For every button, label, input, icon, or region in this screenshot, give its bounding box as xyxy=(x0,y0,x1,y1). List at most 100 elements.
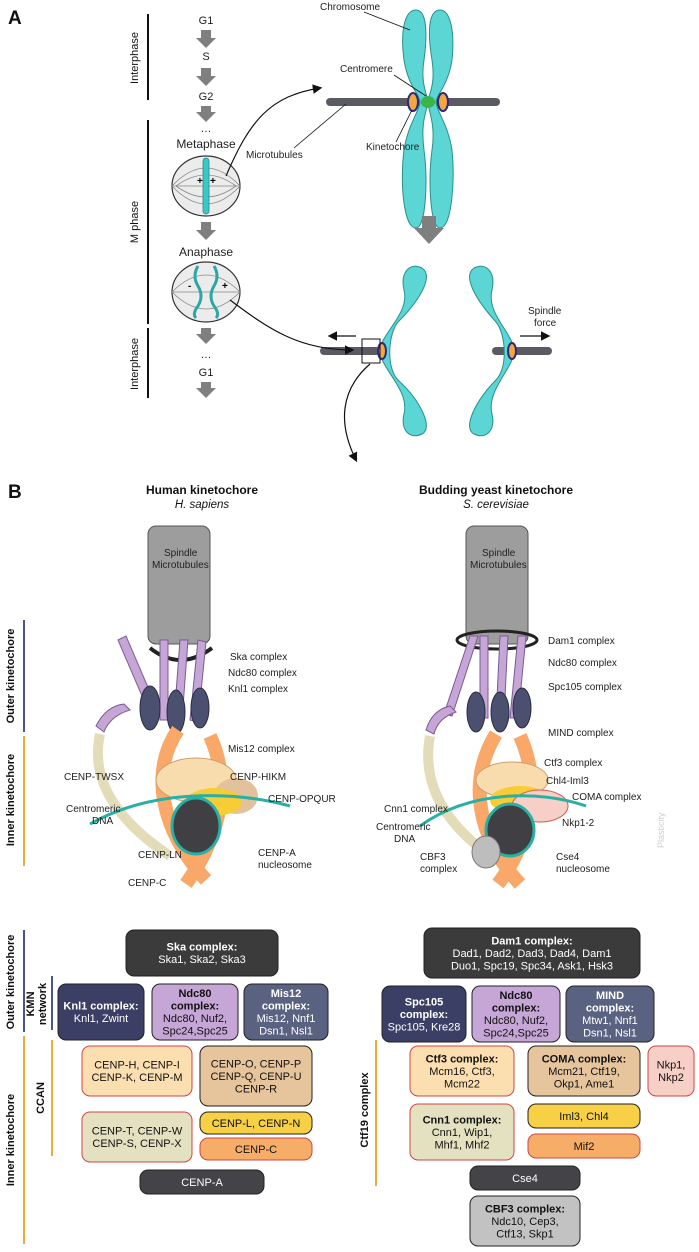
human-dna-2: DNA xyxy=(92,816,113,827)
side-outer-top: Outer kinetochore xyxy=(5,629,17,724)
cycle-s: S xyxy=(202,51,209,63)
yeast-box-text: Nkp2 xyxy=(658,1072,684,1084)
yeast-complex-box: Cnn1 complex:Cnn1, Wip1,Mhf1, Mhf2 xyxy=(409,1103,515,1161)
yeast-box-text: Ndc10, Cep3, xyxy=(491,1216,558,1228)
human-box-text: Knl1, Zwint xyxy=(74,1013,128,1025)
yeast-label: Spc105 complex xyxy=(548,682,622,693)
human-box-text: CENP-H, CENP-I xyxy=(94,1060,180,1072)
human-box-text: Mis12 xyxy=(271,988,302,1000)
human-complex-box: CENP-L, CENP-N xyxy=(199,1111,313,1135)
panel-a-letter: A xyxy=(8,8,22,29)
yeast-box-text: Mcm16, Ctf3, xyxy=(429,1066,494,1078)
human-label: Knl1 complex xyxy=(228,684,288,695)
yeast-box-text: Spc24,Spc25 xyxy=(483,1028,548,1040)
human-complex-box: Knl1 complex:Knl1, Zwint xyxy=(57,983,145,1041)
human-box-text: CENP-C xyxy=(235,1144,277,1156)
label-force: force xyxy=(534,318,557,329)
cell-cycle-column: G1 S G2 … Metaphase Anaphase … G1 + + xyxy=(171,15,241,398)
human-box-text: complex: xyxy=(171,1001,219,1013)
yeast-spindle-2: Microtubules xyxy=(470,560,527,571)
side-brackets-bottom: Outer kinetochore Inner kinetochore KMN … xyxy=(5,930,377,1244)
yeast-label: COMA complex xyxy=(572,792,641,803)
yeast-box-text: CBF3 complex: xyxy=(485,1203,565,1215)
yeast-box-text: Dad1, Dad2, Dad3, Dad4, Dam1 xyxy=(453,948,612,960)
human-box-text: complex: xyxy=(262,1001,310,1013)
yeast-box-text: complex: xyxy=(492,1003,540,1015)
side-kmn-2: network xyxy=(37,982,49,1025)
phase-interphase-top: Interphase xyxy=(129,32,141,84)
human-label: CENP-TWSX xyxy=(64,772,124,783)
yeast-label: Cse4 xyxy=(556,852,580,863)
yeast-box-text: Dam1 complex: xyxy=(491,935,572,947)
transition-arrow xyxy=(414,216,444,244)
yeast-box-text: Cse4 xyxy=(512,1173,538,1185)
side-inner-top: Inner kinetochore xyxy=(5,754,17,846)
yeast-box-text: Dsn1, Nsl1 xyxy=(583,1028,637,1040)
human-box-text: Ndc80 xyxy=(178,988,211,1000)
yeast-complex-box: Ctf3 complex:Mcm16, Ctf3,Mcm22 xyxy=(409,1045,515,1097)
yeast-label: Ctf3 complex xyxy=(544,758,602,769)
panel-b-letter: B xyxy=(8,482,22,503)
cycle-anaphase: Anaphase xyxy=(179,245,233,259)
side-brackets-top: Outer kinetochore Inner kinetochore xyxy=(5,620,25,866)
yeast-complex-box: CBF3 complex:Ndc10, Cep3,Ctf13, Skp1 xyxy=(469,1195,581,1247)
yeast-kinetochore-diagram xyxy=(419,525,587,889)
human-box-text: Ndc80, Nuf2, xyxy=(163,1013,227,1025)
human-box-text: CENP-S, CENP-X xyxy=(92,1138,182,1150)
yeast-box-text: Nkp1, xyxy=(657,1060,686,1072)
svg-text:+: + xyxy=(210,176,216,187)
yeast-box-text: Mcm22 xyxy=(444,1078,480,1090)
yeast-box-text: Ctf13, Skp1 xyxy=(496,1228,553,1240)
human-box-text: Spc24,Spc25 xyxy=(162,1026,227,1038)
phase-interphase-bottom: Interphase xyxy=(129,338,141,390)
yeast-complex-box: Dam1 complex:Dad1, Dad2, Dad3, Dad4, Dam… xyxy=(423,927,641,979)
human-box-text: Knl1 complex: xyxy=(63,1001,138,1013)
human-box-text: CENP-A xyxy=(181,1177,223,1189)
svg-text:-: - xyxy=(188,281,191,292)
yeast-box-text: Cnn1, Wip1, xyxy=(432,1127,493,1139)
yeast-box-text: Cnn1 complex: xyxy=(423,1114,502,1126)
yeast-box-text: Mcm21, Ctf19, xyxy=(548,1066,620,1078)
yeast-box-text: Mhf1, Mhf2 xyxy=(434,1139,489,1151)
yeast-label: CBF3 xyxy=(420,852,446,863)
label-chromosome: Chromosome xyxy=(320,2,380,13)
anaphase-chromosomes xyxy=(320,265,552,437)
svg-text:+: + xyxy=(222,281,228,292)
yeast-box-text: Spc105, Kre28 xyxy=(388,1021,461,1033)
cycle-g1-end: G1 xyxy=(199,367,214,379)
phase-m-phase: M phase xyxy=(129,201,141,243)
yeast-label: MIND complex xyxy=(548,728,614,739)
human-box-text: CENP-O, CENP-P xyxy=(211,1058,301,1070)
human-box-text: CENP-L, CENP-N xyxy=(212,1118,301,1130)
cycle-ellipsis-2: … xyxy=(201,349,212,361)
cycle-g2: G2 xyxy=(199,91,214,103)
yeast-label: Ndc80 complex xyxy=(548,658,617,669)
side-kmn-1: KMN xyxy=(25,991,37,1016)
anaphase-cell: - + xyxy=(171,261,241,323)
label-kinetochore: Kinetochore xyxy=(366,142,420,153)
watermark: Plasticity xyxy=(656,812,666,848)
human-complex-box: CENP-C xyxy=(199,1137,313,1161)
yeast-label: Dam1 complex xyxy=(548,636,615,647)
human-box-text: Ska complex: xyxy=(167,942,238,954)
label-centromere: Centromere xyxy=(340,64,393,75)
yeast-label: Cnn1 complex xyxy=(384,804,448,815)
human-label: Ska complex xyxy=(230,652,287,663)
human-label: CENP-LN xyxy=(138,850,182,861)
human-complex-box: CENP-A xyxy=(139,1169,265,1195)
yeast-box-text: Mtw1, Nnf1 xyxy=(582,1015,638,1027)
yeast-box-text: Duo1, Spc19, Spc34, Ask1, Hsk3 xyxy=(451,960,613,972)
human-box-text: Mis12, Nnf1 xyxy=(257,1013,316,1025)
human-box-text: Ska1, Ska2, Ska3 xyxy=(158,954,245,966)
metaphase-chromosome xyxy=(326,9,500,229)
label-microtubules: Microtubules xyxy=(246,150,303,161)
yeast-label: complex xyxy=(420,864,457,875)
yeast-complex-box: Nkp1,Nkp2 xyxy=(647,1045,695,1097)
side-outer-bottom: Outer kinetochore xyxy=(5,935,17,1030)
